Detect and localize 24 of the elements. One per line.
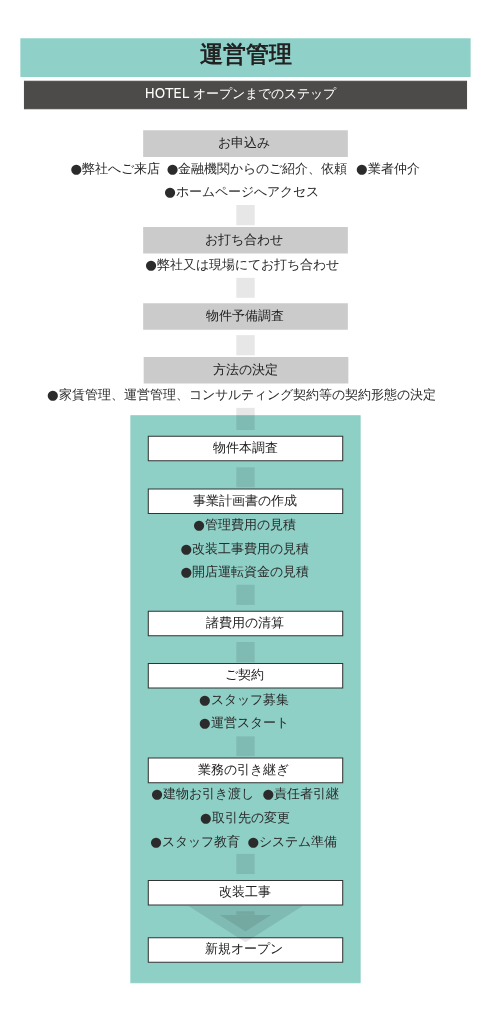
node-label: ●改装工事費用の見積 (180, 540, 310, 556)
node-label: ●開店運転資金の見積 (180, 563, 310, 579)
node-label: ●弊社へご来店 (70, 160, 161, 176)
node-label: ●建物お引き渡し (151, 785, 254, 801)
node-label: ●業者仲介 (356, 160, 420, 176)
diagram-title: 運営管理 (200, 40, 293, 67)
node-label: ●管理費用の見積 (193, 516, 296, 532)
node-box: お申込み (143, 129, 348, 157)
arrow (188, 905, 303, 942)
node-label: ●弊社又は現場にてお打ち合わせ (145, 256, 339, 272)
node-label: ●金融機関からのご紹介、依頼 (166, 160, 348, 176)
cluster (130, 414, 361, 983)
node-box: 物件予備調査 (143, 302, 348, 330)
node-box: お打ち合わせ (143, 226, 348, 254)
node-label: ●スタッフ募集 (198, 691, 289, 707)
node-label: ●システム準備 (247, 832, 338, 848)
node-label: ●ホームページへアクセス (164, 183, 319, 199)
node-label: ●スタッフ教育 (150, 832, 240, 848)
node-label: ●責任者引継 (262, 785, 339, 801)
node-label: ●家賃管理、運営管理、コンサルティング契約等の契約形態の決定 (46, 386, 436, 402)
node-box: 方法の決定 (143, 356, 349, 384)
node-label: ●運営スタート (198, 714, 289, 730)
node-box: HOTEL オープンまでのステップ (23, 80, 468, 109)
node-label: ●取引先の変更 (199, 809, 290, 825)
